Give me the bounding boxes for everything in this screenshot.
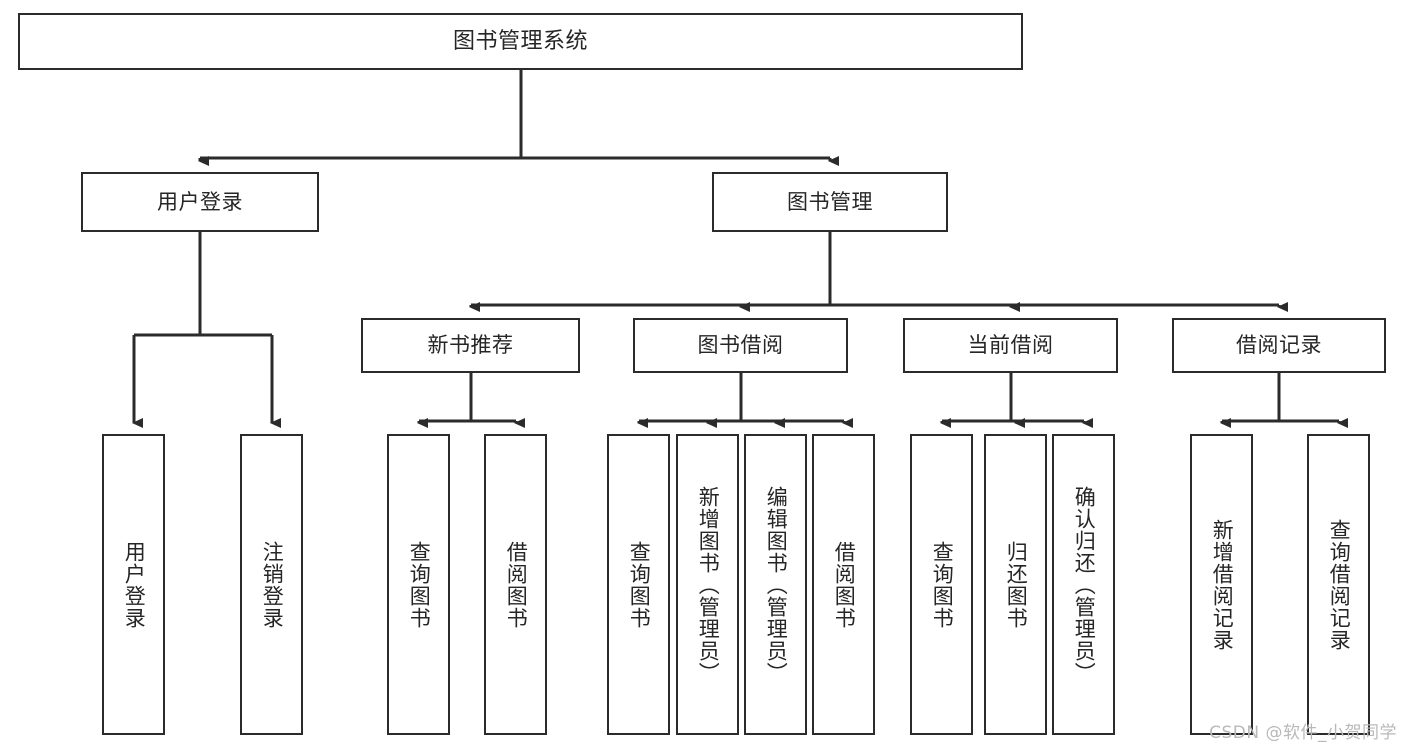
node-borrow-record[interactable]: 借阅记录: [1172, 318, 1386, 373]
node-label: 用户登录: [122, 540, 147, 629]
leaf-node-query-record[interactable]: 查询借阅记录: [1307, 434, 1370, 735]
node-label: 确认归还（管理员）: [1072, 485, 1097, 684]
node-label: 归还图书: [1004, 540, 1029, 629]
node-root[interactable]: 图书管理系统: [18, 13, 1023, 70]
node-book-manage[interactable]: 图书管理: [712, 172, 948, 232]
node-new-book-recommend[interactable]: 新书推荐: [361, 318, 580, 373]
node-label: 查询图书: [627, 540, 652, 629]
leaf-node-edit-book[interactable]: 编辑图书（管理员）: [744, 434, 807, 735]
leaf-node-query-book-1[interactable]: 查询图书: [387, 434, 450, 735]
watermark-text: CSDN @软件_小贺同学: [1209, 723, 1397, 743]
node-label: 图书管理: [787, 189, 873, 214]
node-label: 借阅图书: [832, 540, 857, 629]
node-label: 新增图书（管理员）: [696, 485, 721, 684]
node-book-borrow[interactable]: 图书借阅: [633, 318, 848, 373]
node-user-login[interactable]: 用户登录: [81, 172, 319, 232]
leaf-node-confirm-return[interactable]: 确认归还（管理员）: [1052, 434, 1115, 735]
leaf-node-query-book-2[interactable]: 查询图书: [607, 434, 670, 735]
leaf-node-add-record[interactable]: 新增借阅记录: [1190, 434, 1253, 735]
leaf-node-query-book-3[interactable]: 查询图书: [910, 434, 973, 735]
leaf-node-logout[interactable]: 注销登录: [240, 434, 303, 735]
node-label: 借阅图书: [504, 540, 529, 629]
node-label: 注销登录: [260, 540, 285, 629]
node-label: 查询图书: [407, 540, 432, 629]
leaf-node-borrow-book-2[interactable]: 借阅图书: [812, 434, 875, 735]
node-label: 图书借阅: [697, 333, 784, 358]
leaf-node-return-book[interactable]: 归还图书: [984, 434, 1047, 735]
node-label: 查询图书: [930, 540, 955, 629]
node-label: 新书推荐: [427, 333, 514, 358]
node-label: 用户登录: [157, 189, 243, 214]
leaf-node-borrow-book-1[interactable]: 借阅图书: [484, 434, 547, 735]
leaf-node-add-book[interactable]: 新增图书（管理员）: [676, 434, 739, 735]
node-label: 新增借阅记录: [1210, 518, 1235, 651]
node-label: 图书管理系统: [452, 28, 588, 54]
node-label: 当前借阅: [967, 333, 1054, 358]
leaf-node-user-login[interactable]: 用户登录: [102, 434, 165, 735]
node-label: 借阅记录: [1236, 333, 1322, 358]
node-current-borrow[interactable]: 当前借阅: [903, 318, 1118, 373]
node-label: 查询借阅记录: [1327, 518, 1352, 651]
node-label: 编辑图书（管理员）: [764, 485, 789, 684]
